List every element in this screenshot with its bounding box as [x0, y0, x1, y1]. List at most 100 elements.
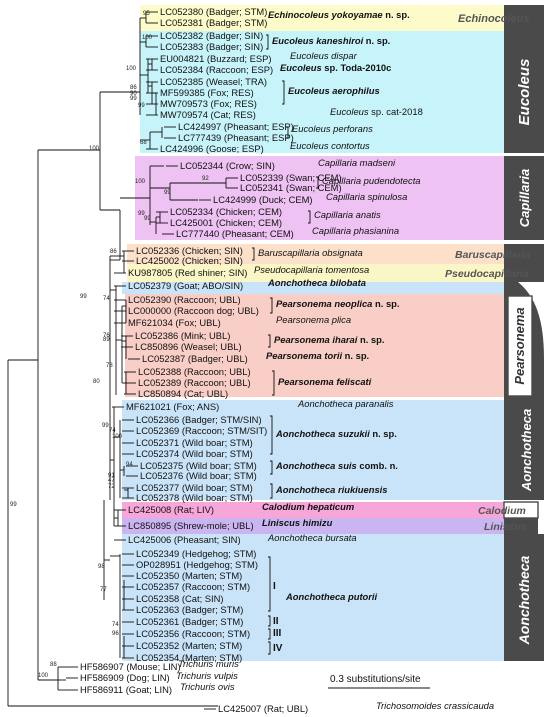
- leaf-label: LC850895 (Shrew-mole; UBL): [128, 520, 254, 531]
- species-name: Eucoleus: [280, 62, 322, 73]
- species-name: Trichosomoides crassicauda: [376, 700, 494, 711]
- bootstrap-value: 78: [106, 363, 113, 369]
- subclade-bracket-2: [268, 615, 271, 627]
- subclade-label-4: IV: [273, 643, 283, 654]
- leaf-label: MF621021 (Fox; ANS): [126, 401, 219, 412]
- box-capillaria: [135, 156, 504, 240]
- leaf-label: LC425007 (Rat; UBL): [218, 703, 308, 714]
- species-suffix: n. sp.: [383, 9, 410, 20]
- leaf-label: LC052349 (Hedgehog; STM): [136, 548, 256, 559]
- species-label: Eucoleus kaneshiroi n. sp.: [272, 35, 390, 46]
- subclade-bracket-1: [268, 556, 271, 612]
- bootstrap-value: 86: [110, 249, 117, 255]
- bracket-eucoleus-perforans: [286, 126, 289, 139]
- bootstrap-value: 98: [98, 564, 105, 570]
- species-suffix: sp. Toda-2010c: [322, 62, 392, 73]
- leaf-label: LC424999 (Duck; CEM): [213, 194, 313, 205]
- leaf-label: LC052376 (Wild boar; STM): [140, 470, 257, 481]
- species-label: Aonchotheca putorii: [285, 591, 378, 602]
- species-label: Baruscapillaria obsignata: [258, 247, 363, 258]
- group-label-aonchotheca-upper: Aonchotheca: [519, 409, 534, 492]
- species-label: Trichuris muris: [178, 658, 239, 669]
- leaf-label: LC052334 (Chicken; CEM): [170, 206, 282, 217]
- group-label-eucoleus: Eucoleus: [516, 59, 533, 126]
- species-name: Capillaria madseni: [318, 157, 396, 168]
- leaf-label: LC777439 (Pheasant; ESP): [178, 132, 294, 143]
- species-label: Capillaria spinulosa: [326, 191, 407, 202]
- leaf-label: LC052390 (Raccoon; UBL): [128, 294, 241, 305]
- species-label: Aonchotheca riukiuensis: [275, 484, 387, 495]
- species-name: Eucoleus dispar: [290, 50, 358, 61]
- species-name: Baruscapillaria obsignata: [258, 247, 363, 258]
- species-name: Eucoleus aerophilus: [288, 85, 380, 96]
- leaf-label: LC052389 (Raccoon; UBL): [138, 377, 251, 388]
- bootstrap-value: 74: [109, 428, 116, 434]
- species-name: Aonchotheca bilobata: [267, 277, 366, 288]
- species-name: Aonchotheca putorii: [285, 591, 378, 602]
- bar-pseudocapillaria: [504, 264, 544, 282]
- species-name: Eucoleus: [330, 106, 369, 117]
- species-name: Aonchotheca bursata: [267, 532, 357, 543]
- species-label: Pearsonema torii n. sp.: [266, 350, 369, 361]
- species-label: Pearsonema neoplica n. sp.: [276, 298, 400, 309]
- bootstrap-value: 99: [10, 502, 17, 508]
- scale-bar-label: 0.3 substitutions/site: [330, 674, 421, 685]
- bootstrap-value: 95: [143, 11, 150, 17]
- bootstrap-value: 90: [130, 91, 137, 97]
- leaf-label: LC052358 (Cat; SIN): [136, 593, 224, 604]
- box-aonchotheca-mid: [122, 400, 504, 500]
- leaf-label: LC850894 (Cat; UBL): [138, 388, 228, 399]
- box-liniscus: [122, 518, 504, 534]
- leaf-label: LC052371 (Wild boar; STM): [136, 437, 253, 448]
- box-calodium: [122, 502, 504, 518]
- species-name: Trichuris muris: [178, 658, 239, 669]
- species-suffix: comb. n.: [357, 460, 398, 471]
- species-name: Aonchotheca riukiuensis: [275, 484, 387, 495]
- box-eucoleus: [140, 31, 504, 153]
- leaf-label: LC052369 (Raccoon; STM/SIT): [136, 425, 267, 436]
- bootstrap-value: 100: [126, 66, 137, 72]
- bootstrap-value: 94: [126, 462, 133, 468]
- bracket-capillaria-pudendotecta: [316, 176, 319, 189]
- species-name: Liniscus himizu: [262, 517, 333, 528]
- species-name: Trichuris vulpis: [176, 670, 238, 681]
- leaf-label: LC052356 (Raccoon; STM): [136, 628, 250, 639]
- species-name: Capillaria anatis: [314, 209, 381, 220]
- leaf-label: LC425001 (Chicken; CEM): [170, 217, 282, 228]
- species-label: Trichosomoides crassicauda: [376, 700, 494, 711]
- subclade-label-2: II: [273, 616, 279, 627]
- species-suffix: n. sp.: [370, 428, 397, 439]
- species-label: Eucoleus sp. cat-2018: [330, 106, 423, 117]
- leaf-label: LC052363 (Badger; STM): [136, 604, 243, 615]
- species-labels: Echinocoleus yokoyamae n. sp. Eucoleus ka…: [176, 9, 494, 711]
- species-suffix: n. sp.: [342, 350, 369, 361]
- species-name: Pearsonema neoplica: [276, 298, 372, 309]
- species-label: Capillaria anatis: [314, 209, 381, 220]
- bar-capillaria: [504, 156, 544, 240]
- leaf-label: LC052336 (Chicken; SIN): [136, 245, 243, 256]
- leaf-label: LC052384 (Raccoon; ESP): [160, 64, 273, 75]
- box-aonchotheca-upper: [122, 282, 504, 294]
- species-label: Echinocoleus yokoyamae n. sp.: [268, 9, 410, 20]
- leaf-label: LC052382 (Badger; SIN): [160, 30, 263, 41]
- species-label: Eucoleus perforans: [292, 123, 373, 134]
- bootstrap-value: 68: [140, 140, 147, 146]
- species-name: Pseudocapillaria tomentosa: [254, 264, 369, 275]
- leaf-label: LC000000 (Raccoon dog; UBL): [128, 305, 259, 316]
- leaf-label: LC777440 (Pheasant; CEM): [176, 228, 294, 239]
- group-label-echinocoleus: Echinocoleus: [458, 13, 530, 25]
- leaf-label: LC052361 (Badger; STM): [136, 616, 243, 627]
- bracket-pearsonema-neoplica: [270, 297, 273, 314]
- species-label: Aonchotheca suis comb. n.: [275, 460, 398, 471]
- tree-branches: [7, 11, 238, 710]
- bootstrap-value: 74: [103, 296, 110, 302]
- species-label: Aonchotheca paranalis: [297, 398, 394, 409]
- leaf-label: LC425002 (Chicken; SIN): [136, 255, 243, 266]
- leaf-label: MW709574 (Cat; RES): [160, 109, 256, 120]
- species-label: Eucoleus sp. Toda-2010c: [280, 62, 391, 73]
- leaf-label: LC052383 (Badger; SIN): [160, 41, 263, 52]
- bracket-aonchotheca-suzukii: [270, 415, 273, 455]
- box-pearsonema: [125, 294, 504, 397]
